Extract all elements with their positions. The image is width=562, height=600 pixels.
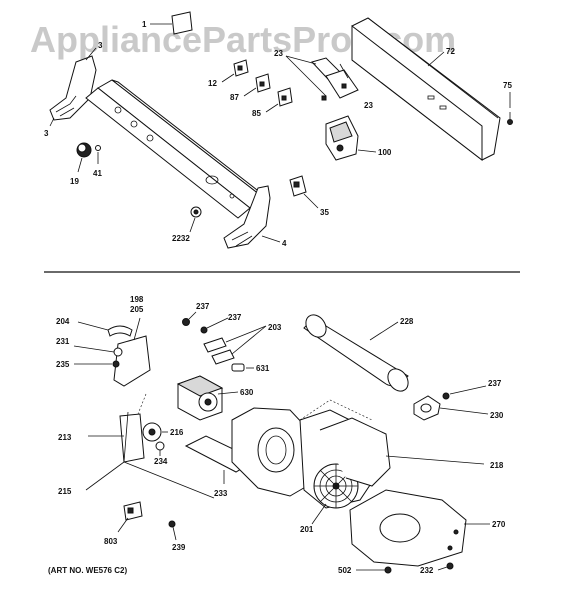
callout-631: 631 bbox=[256, 364, 270, 373]
part-19-knob bbox=[76, 142, 92, 173]
callout-237-b: 237 bbox=[228, 313, 242, 322]
callout-2232: 2232 bbox=[172, 234, 190, 243]
part-232-screw bbox=[437, 562, 454, 571]
callout-87: 87 bbox=[230, 93, 239, 102]
callout-233: 233 bbox=[214, 489, 228, 498]
part-218-blower-cover bbox=[319, 417, 485, 487]
part-3-left-end-cap bbox=[49, 47, 97, 127]
callout-218: 218 bbox=[490, 461, 504, 470]
callout-231: 231 bbox=[56, 337, 70, 346]
callout-100: 100 bbox=[378, 148, 392, 157]
callout-75: 75 bbox=[503, 81, 512, 90]
callout-41: 41 bbox=[93, 169, 102, 178]
part-231-fastener bbox=[73, 345, 123, 357]
callout-23-right: 23 bbox=[364, 101, 373, 110]
part-75-screw bbox=[507, 112, 513, 125]
callout-232: 232 bbox=[420, 566, 434, 575]
callout-215: 215 bbox=[58, 487, 72, 496]
part-204-clamp bbox=[77, 321, 133, 337]
callout-630: 630 bbox=[240, 388, 254, 397]
callout-19: 19 bbox=[70, 177, 79, 186]
control-panel bbox=[85, 79, 271, 219]
part-237-screw-b bbox=[200, 317, 229, 334]
part-234-washer bbox=[155, 441, 165, 456]
part-2232-knob bbox=[189, 206, 202, 233]
callout-237-c: 237 bbox=[488, 379, 502, 388]
callout-23-top: 23 bbox=[274, 49, 283, 58]
callout-270: 270 bbox=[492, 520, 506, 529]
part-803-switch bbox=[117, 501, 143, 533]
callout-72: 72 bbox=[446, 47, 455, 56]
callout-204: 204 bbox=[56, 317, 70, 326]
part-230-thermostat bbox=[413, 395, 489, 421]
callout-85: 85 bbox=[252, 109, 261, 118]
part-237-screw-a bbox=[182, 311, 197, 326]
callout-12: 12 bbox=[208, 79, 217, 88]
art-number-note: (ART NO. WE576 C2) bbox=[48, 566, 127, 575]
callout-3-top: 3 bbox=[98, 41, 103, 50]
part-35-switch bbox=[289, 175, 319, 209]
callout-4: 4 bbox=[282, 239, 287, 248]
part-87-switch bbox=[243, 73, 271, 97]
part-502-screw bbox=[356, 566, 392, 574]
part-198-205-bracket bbox=[113, 317, 151, 387]
part-100-timer bbox=[325, 115, 377, 161]
callout-203: 203 bbox=[268, 323, 282, 332]
callout-3-left: 3 bbox=[44, 129, 49, 138]
callout-502: 502 bbox=[338, 566, 352, 575]
callout-239: 239 bbox=[172, 543, 186, 552]
callout-35: 35 bbox=[320, 208, 329, 217]
part-4-right-end-cap bbox=[223, 185, 281, 249]
part-630-motor bbox=[176, 375, 239, 421]
callout-228: 228 bbox=[400, 317, 414, 326]
callout-213: 213 bbox=[58, 433, 72, 442]
callout-230: 230 bbox=[490, 411, 504, 420]
callout-234: 234 bbox=[154, 457, 168, 466]
callout-201: 201 bbox=[300, 525, 314, 534]
part-1-bracket bbox=[150, 11, 193, 35]
callout-1: 1 bbox=[142, 20, 147, 29]
part-215-belt bbox=[85, 393, 215, 499]
callout-803: 803 bbox=[104, 537, 118, 546]
part-23-board bbox=[285, 55, 359, 101]
part-228-exhaust-duct bbox=[303, 314, 409, 392]
part-85-switch bbox=[265, 87, 293, 113]
part-239-screw bbox=[168, 520, 177, 541]
part-235-fastener bbox=[74, 360, 120, 368]
callout-237-a: 237 bbox=[196, 302, 210, 311]
part-631-fuse bbox=[231, 363, 254, 372]
callout-216: 216 bbox=[170, 428, 184, 437]
callout-235: 235 bbox=[56, 360, 70, 369]
callout-198: 198 bbox=[130, 295, 144, 304]
part-12-switch bbox=[221, 59, 249, 83]
part-41-clip bbox=[95, 145, 101, 164]
callout-205: 205 bbox=[130, 305, 144, 314]
part-213-idler bbox=[88, 413, 145, 463]
part-237-screw-c bbox=[442, 385, 487, 400]
part-203-clamps bbox=[203, 325, 267, 365]
part-216-pulley bbox=[142, 422, 168, 442]
part-270-duct-plate bbox=[349, 489, 490, 567]
part-72-rear-panel bbox=[351, 17, 501, 162]
